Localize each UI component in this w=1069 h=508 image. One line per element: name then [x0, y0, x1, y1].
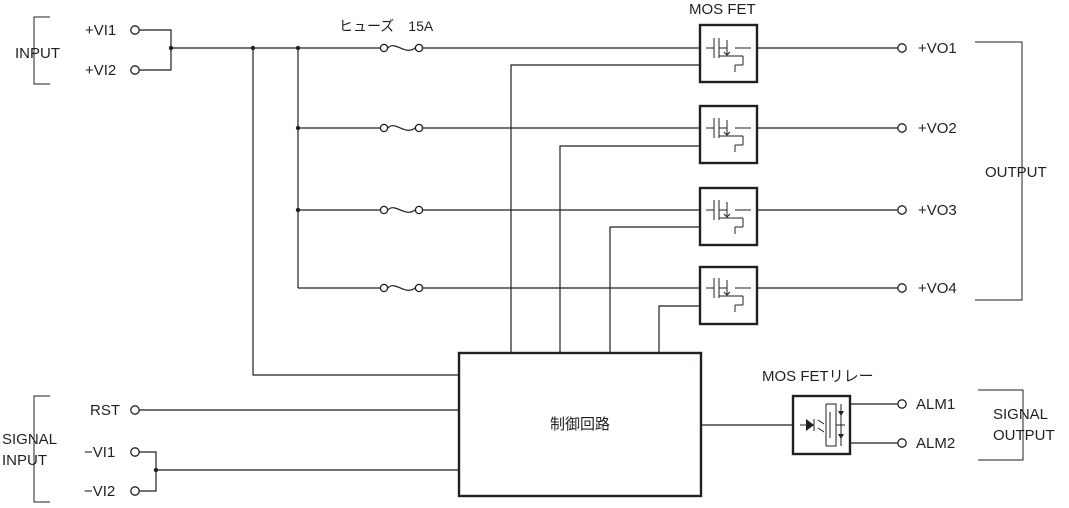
- negative-join-wire: [139, 451, 157, 492]
- terminal-vi1-neg: [130, 447, 140, 457]
- fuse-3-right-contact: [414, 205, 424, 215]
- control-circuit-block: [457, 351, 703, 498]
- channel-1: +VO1: [379, 23, 957, 353]
- fuse-4-icon: [387, 285, 416, 291]
- signal-input-label-line2: INPUT: [2, 452, 47, 469]
- mosfet1-gate-wire: [510, 64, 700, 353]
- channel-3: +VO3: [298, 186, 957, 353]
- terminal-label-vi1-neg: −VI1: [84, 444, 115, 461]
- mosfet-1-symbol-icon: [706, 38, 751, 72]
- terminal-alm1: [897, 399, 907, 409]
- fuse-2-right-contact: [414, 123, 424, 133]
- input-join-wire: [139, 29, 172, 71]
- mosfet-2: [698, 104, 759, 165]
- fuse-3-icon: [387, 207, 416, 213]
- terminal-label-vi2-neg: −VI2: [84, 483, 115, 500]
- terminal-label-vi1-pos: +VI1: [85, 22, 116, 39]
- terminal-vi1-pos: [130, 25, 140, 35]
- signal-input-label-line1: SIGNAL: [2, 431, 57, 448]
- terminal-label-vi2-pos: +VI2: [85, 62, 116, 79]
- input-bracket: [33, 16, 50, 85]
- mosfet-4-symbol-icon: [706, 278, 751, 312]
- terminal-label-vo2: +VO2: [918, 120, 957, 137]
- terminal-vo3: [897, 205, 907, 215]
- fuse-label: ヒューズ 15A: [339, 18, 434, 34]
- fuse-1-icon: [387, 45, 416, 51]
- control-circuit-label: 制御回路: [550, 416, 610, 433]
- mosfet3-gate-wire: [609, 226, 700, 353]
- terminal-label-alm2: ALM2: [916, 435, 955, 452]
- terminal-alm2: [897, 438, 907, 448]
- mosfet-relay-label: MOS FETリレー: [762, 368, 874, 385]
- terminal-vi2-pos: [130, 65, 140, 75]
- mosfet4-gate-wire: [658, 305, 700, 353]
- terminal-vo4: [897, 283, 907, 293]
- signal-output-bracket: [978, 389, 1024, 461]
- terminal-label-vo4: +VO4: [918, 280, 957, 297]
- mosfet-3-symbol-icon: [706, 200, 751, 234]
- terminal-label-alm1: ALM1: [916, 396, 955, 413]
- channel-2: +VO2: [298, 104, 957, 353]
- fuse-3-left-contact: [379, 205, 389, 215]
- terminal-label-vo1: +VO1: [918, 40, 957, 57]
- mosfet2-gate-wire: [559, 145, 700, 353]
- output-bracket: [975, 41, 1023, 301]
- mosfet-2-symbol-icon: [706, 118, 751, 152]
- terminal-label-vo3: +VO3: [918, 202, 957, 219]
- fuse-1-left-contact: [379, 43, 389, 53]
- signal-input-bracket: [33, 395, 50, 503]
- fuse-2-left-contact: [379, 123, 389, 133]
- channel-4: +VO4: [298, 265, 957, 353]
- terminal-label-rst: RST: [90, 402, 120, 419]
- input-label: INPUT: [15, 45, 60, 62]
- mosfet-3: [698, 186, 759, 247]
- terminal-vo1: [897, 43, 907, 53]
- terminal-vi2-neg: [130, 486, 140, 496]
- signal-output-label-line2: OUTPUT: [993, 427, 1055, 444]
- fuse-4-left-contact: [379, 283, 389, 293]
- terminal-vo2: [897, 123, 907, 133]
- mosfet-relay-symbol-icon: [800, 403, 845, 447]
- terminal-rst: [130, 405, 140, 415]
- fuse-1-right-contact: [414, 43, 424, 53]
- fuse-4-right-contact: [414, 283, 424, 293]
- fuse-2-icon: [387, 125, 416, 131]
- signal-output-label-line1: SIGNAL: [993, 406, 1048, 423]
- output-label: OUTPUT: [985, 164, 1047, 181]
- control-supply-wire: [252, 48, 459, 376]
- mosfet-label: MOS FET: [689, 1, 756, 18]
